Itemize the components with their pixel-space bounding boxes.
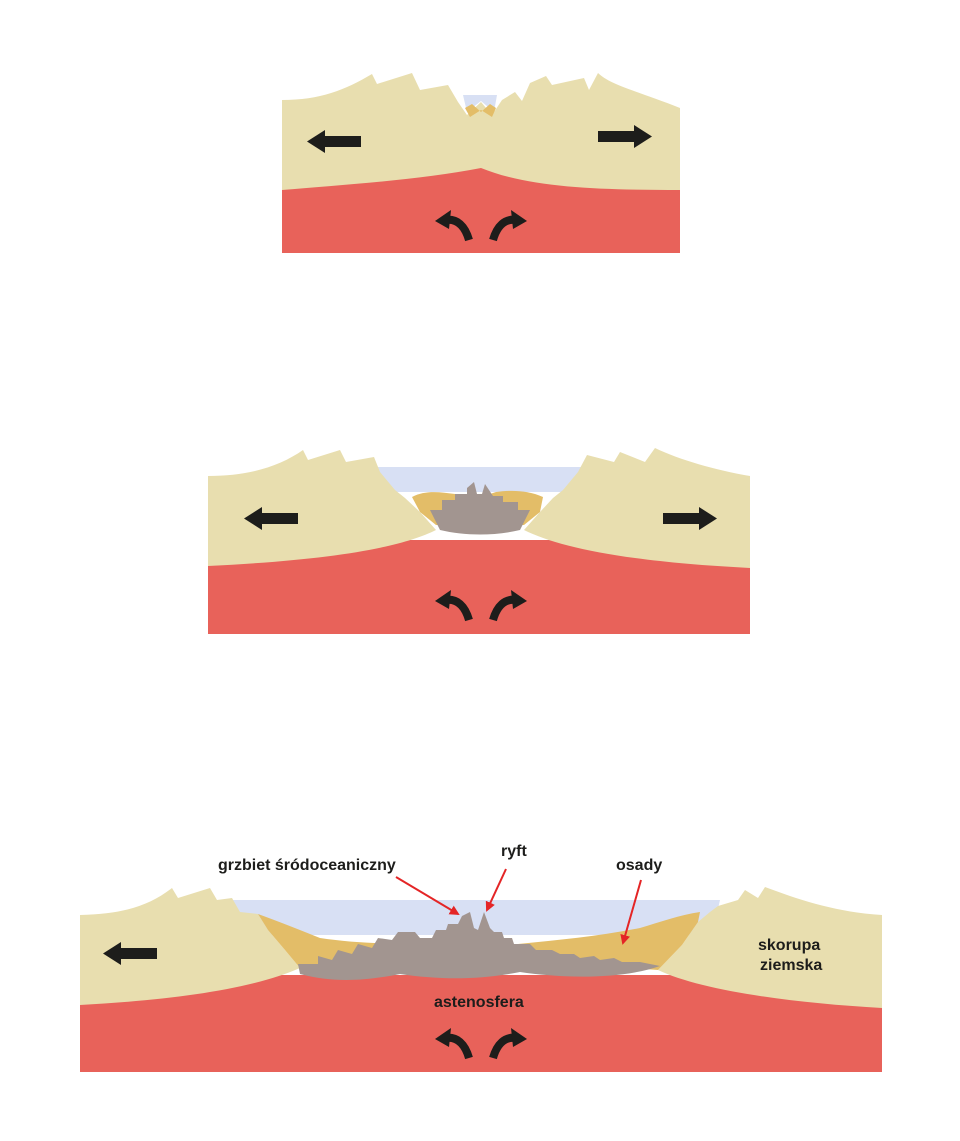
stage-3-oceanic-crust — [298, 912, 660, 980]
pointer-rift — [485, 868, 507, 912]
stage-1-initial-rift — [282, 73, 680, 253]
stage-2-young-ocean — [208, 448, 750, 634]
label-ridge: grzbiet śródoceaniczny — [218, 857, 396, 874]
stage-3-mature-ocean: grzbiet śródoceaniczny ryft osady skorup… — [80, 843, 882, 1072]
stage-3-right-crust — [658, 887, 882, 1008]
stage-2-oceanic-crust — [430, 482, 530, 535]
stage-2-right-crust — [524, 448, 750, 568]
arrow-right-icon — [598, 125, 652, 148]
label-crust-line1: skorupa — [758, 937, 820, 954]
arrow-left-icon — [103, 942, 157, 965]
stage-2-left-crust — [208, 450, 436, 566]
arrow-right-icon — [663, 507, 717, 530]
pointer-sediments — [620, 879, 642, 945]
label-sediments: osady — [616, 857, 662, 874]
label-rift: ryft — [501, 843, 527, 860]
pointer-ridge — [395, 876, 460, 916]
arrow-left-icon — [307, 130, 361, 153]
stage-1-crust — [282, 73, 680, 190]
label-crust-line2: ziemska — [760, 957, 822, 974]
stage-3-left-crust — [80, 888, 300, 1005]
label-asthenosphere: astenosfera — [434, 994, 524, 1011]
arrow-left-icon — [244, 507, 298, 530]
stage-1-sediment — [465, 104, 496, 117]
stage-2-water — [372, 467, 585, 492]
stage-3-water — [230, 900, 720, 935]
